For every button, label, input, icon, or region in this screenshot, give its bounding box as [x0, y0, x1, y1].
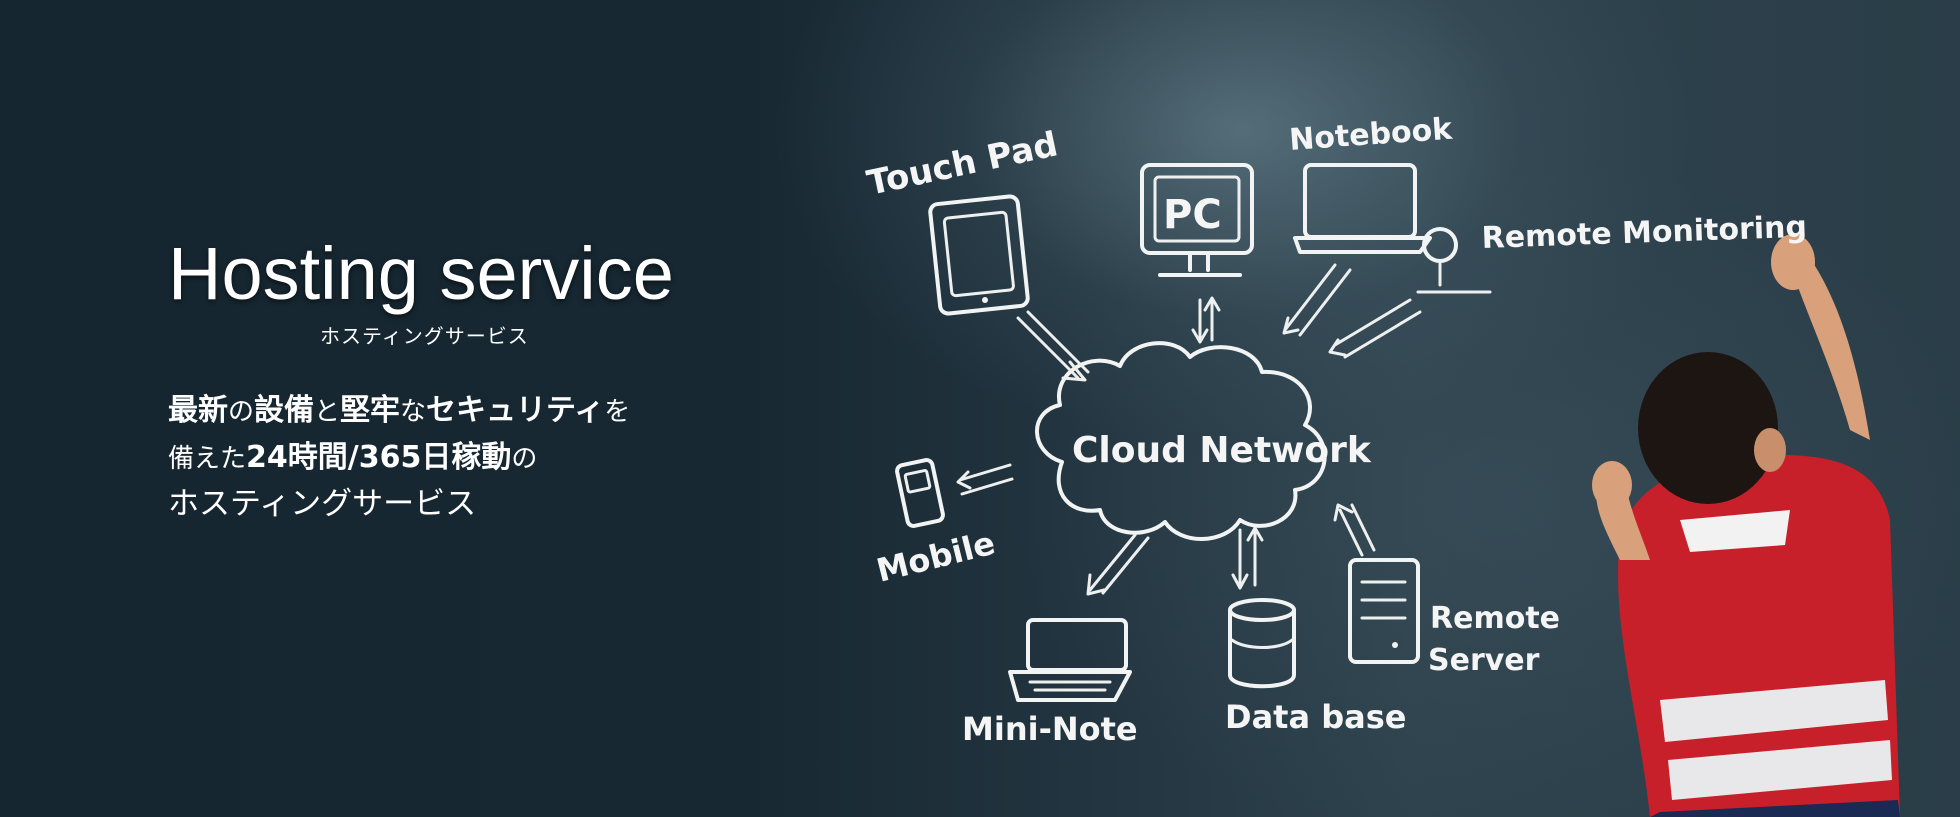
pc-node: PC: [1140, 163, 1254, 344]
remote-server-label-2: Server: [1428, 643, 1540, 678]
tagline: 最新の設備と堅牢なセキュリティを 備えた24時間/365日稼動の ホスティングサ…: [168, 388, 768, 527]
tagline-line-3: ホスティングサービス: [168, 486, 477, 522]
mobile-node: Mobile: [873, 458, 1014, 590]
database-node: Data base: [1225, 526, 1406, 736]
database-icon: [1228, 598, 1296, 622]
mini-note-node: Mini-Note: [962, 533, 1150, 748]
database-label: Data base: [1225, 698, 1406, 736]
page-subtitle: ホスティングサービス: [320, 324, 529, 348]
tagline-line-1: 最新の設備と堅牢なセキュリティを: [168, 388, 768, 435]
tagline-fragment: な: [400, 397, 427, 427]
tagline-fragment: セキュリティ: [426, 393, 605, 428]
mobile-phone-icon: [895, 458, 945, 528]
notebook-node: Notebook: [1282, 112, 1454, 337]
tagline-fragment: 備えた: [168, 444, 247, 474]
remote-server-label-1: Remote: [1430, 601, 1560, 636]
desktop-monitor-icon: [1140, 163, 1254, 255]
remote-server-node: Remote Server: [1333, 503, 1560, 678]
arrow-icon: [1016, 310, 1090, 382]
cloud-network-label: Cloud Network: [1072, 430, 1372, 471]
page-title: Hosting service: [168, 232, 674, 315]
mobile-label: Mobile: [873, 524, 999, 590]
server-tower-icon: [1348, 558, 1420, 664]
netbook-icon: [1026, 618, 1128, 672]
pc-label: PC: [1163, 192, 1222, 238]
tagline-fragment: 設備: [254, 393, 315, 428]
laptop-icon: [1303, 163, 1417, 239]
notebook-label: Notebook: [1288, 112, 1454, 158]
cloud-network-node: Cloud Network: [1035, 341, 1372, 541]
hero-copy: Hosting service ホスティングサービス 最新の設備と堅牢なセキュリ…: [168, 232, 768, 527]
tagline-fragment: 24時間/365日稼動: [246, 440, 512, 475]
webcam-icon: [1422, 227, 1458, 263]
mini-note-label: Mini-Note: [962, 710, 1138, 748]
tagline-fragment: 最新: [168, 393, 228, 428]
child-illustration: [1592, 234, 1900, 817]
tagline-line-2: 備えた24時間/365日稼動の: [168, 435, 768, 482]
tagline-fragment: の: [228, 397, 255, 427]
remote-monitoring-label: Remote Monitoring: [1481, 210, 1807, 256]
tagline-fragment: を: [604, 397, 631, 427]
touchpad-label: Touch Pad: [864, 124, 1062, 203]
tagline-fragment: の: [511, 444, 538, 474]
tagline-fragment: 堅牢: [340, 393, 401, 428]
remote-monitoring-node: Remote Monitoring: [1328, 210, 1808, 359]
touchpad-node: Touch Pad: [864, 124, 1090, 382]
tablet-icon: [928, 194, 1030, 316]
tagline-fragment: と: [314, 397, 341, 427]
